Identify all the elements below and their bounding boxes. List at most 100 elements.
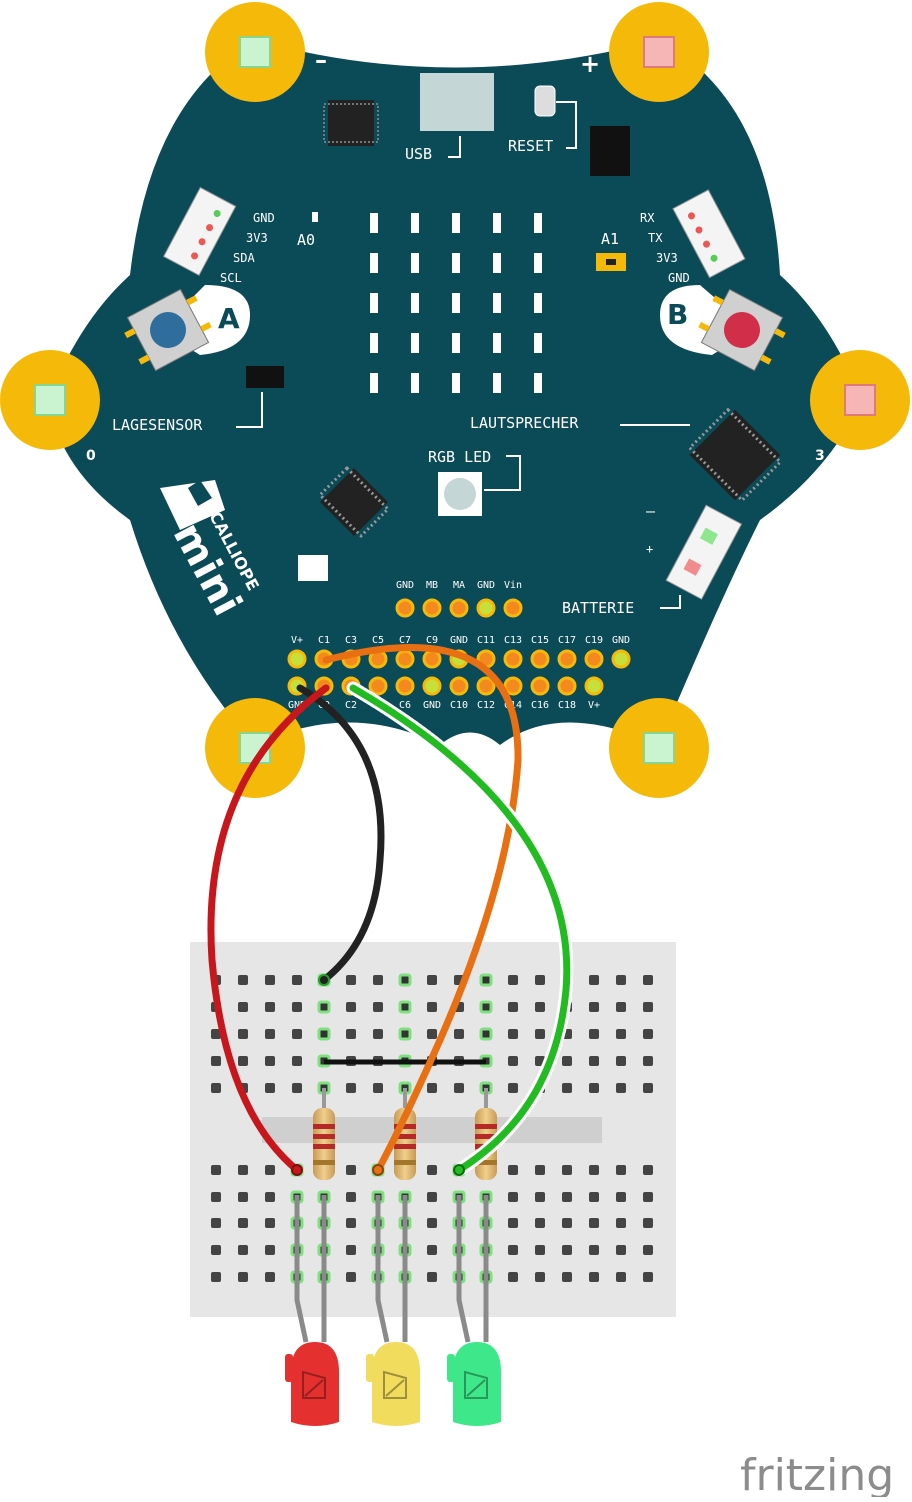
matrix-led	[370, 293, 378, 313]
battery-plus: +	[646, 542, 653, 556]
lautsprecher-label: LAUTSPRECHER	[470, 414, 579, 432]
reset-label: RESET	[508, 137, 553, 155]
reset-button[interactable]	[534, 85, 556, 117]
header-bottom-label: V+	[588, 700, 600, 711]
wire-orange[interactable]	[322, 644, 522, 1174]
breadboard-hole	[479, 1027, 493, 1041]
breadboard-hole	[427, 975, 437, 985]
breadboard-hole	[346, 1029, 356, 1039]
breadboard-hole	[292, 975, 302, 985]
header-pin[interactable]	[584, 649, 604, 669]
breadboard-hole	[317, 1000, 331, 1014]
header-pin[interactable]	[476, 676, 496, 696]
header-pin[interactable]	[557, 676, 577, 696]
wire-black[interactable]	[296, 684, 385, 984]
calliope-board: – + 0 3 1 2 USB RESET GND 3V3 SDA SCL	[0, 2, 910, 798]
breadboard-hole	[238, 975, 248, 985]
pad-2[interactable]	[609, 698, 709, 798]
header-pin[interactable]	[611, 649, 631, 669]
header-top-label: C17	[558, 635, 576, 646]
black-component	[590, 126, 630, 176]
breadboard-hole	[589, 1272, 599, 1282]
breadboard-hole	[589, 1002, 599, 1012]
breadboard-hole	[211, 1192, 221, 1202]
breadboard-hole	[373, 1083, 383, 1093]
breadboard-hole	[346, 1083, 356, 1093]
breadboard-hole	[238, 1245, 248, 1255]
breadboard-hole	[346, 1192, 356, 1202]
power-pin[interactable]	[476, 598, 496, 618]
pad-plus[interactable]	[609, 2, 709, 102]
matrix-led	[493, 333, 501, 353]
header-pin[interactable]	[584, 676, 604, 696]
power-pin[interactable]	[422, 598, 442, 618]
header-pin[interactable]	[503, 649, 523, 669]
pad-1[interactable]	[205, 698, 305, 798]
breadboard-hole	[238, 1002, 248, 1012]
header-pin[interactable]	[287, 649, 307, 669]
wire-green[interactable]	[349, 684, 571, 1174]
lagesensor-chip	[246, 366, 284, 388]
breadboard-hole	[562, 1245, 572, 1255]
breadboard-hole	[238, 1056, 248, 1066]
matrix-led	[452, 253, 460, 273]
breadboard-hole	[427, 1029, 437, 1039]
lautsprecher-chip	[687, 407, 783, 503]
breadboard-hole	[292, 1029, 302, 1039]
breadboard-hole	[535, 975, 545, 985]
breadboard-hole	[616, 1192, 626, 1202]
pad-0[interactable]	[0, 350, 100, 450]
header-pin[interactable]	[422, 649, 442, 669]
breadboard-hole	[643, 1192, 653, 1202]
header-pin[interactable]	[503, 676, 523, 696]
power-pin[interactable]	[449, 598, 469, 618]
button-b[interactable]: B	[660, 285, 791, 376]
header-pin[interactable]	[395, 649, 415, 669]
gnd-label-right: GND	[668, 271, 690, 285]
breadboard-hole	[562, 1056, 572, 1066]
breadboard-hole	[265, 1056, 275, 1066]
breadboard-hole	[643, 1083, 653, 1093]
header-pin[interactable]	[395, 676, 415, 696]
matrix-led	[452, 293, 460, 313]
white-square	[298, 555, 328, 581]
power-pin-label: MA	[453, 580, 465, 591]
breadboard-hole	[616, 975, 626, 985]
button-a[interactable]: A	[119, 285, 250, 376]
power-pin[interactable]	[395, 598, 415, 618]
pad-minus[interactable]	[205, 2, 305, 102]
pad-0-label: 0	[86, 448, 96, 464]
breadboard-hole	[211, 1083, 221, 1093]
breadboard-hole	[643, 975, 653, 985]
breadboard-hole	[535, 1245, 545, 1255]
header-pin[interactable]	[530, 649, 550, 669]
matrix-led	[411, 333, 419, 353]
breadboard-hole	[508, 1002, 518, 1012]
matrix-led	[370, 333, 378, 353]
header-top-label: C11	[477, 635, 495, 646]
wire-red[interactable]	[207, 684, 330, 1174]
matrix-led	[370, 253, 378, 273]
batterie-label: BATTERIE	[562, 599, 634, 617]
header-top-label: C5	[372, 635, 384, 646]
header-pin[interactable]	[368, 676, 388, 696]
header-top-label: C7	[399, 635, 411, 646]
pad-3[interactable]	[810, 350, 910, 450]
breadboard-hole	[508, 1245, 518, 1255]
breadboard-hole	[643, 1165, 653, 1175]
breadboard-hole	[535, 1218, 545, 1228]
header-pin[interactable]	[557, 649, 577, 669]
header-pin[interactable]	[530, 676, 550, 696]
breadboard-hole	[265, 1245, 275, 1255]
breadboard-hole	[508, 1083, 518, 1093]
power-pin[interactable]	[503, 598, 523, 618]
chip-center	[317, 465, 391, 539]
breadboard-hole	[238, 1165, 248, 1175]
matrix-led	[534, 373, 542, 393]
header-pin[interactable]	[449, 676, 469, 696]
header-bottom-label: C10	[450, 700, 468, 711]
header-pin[interactable]	[422, 676, 442, 696]
matrix-led	[452, 373, 460, 393]
breadboard-hole	[454, 1083, 464, 1093]
